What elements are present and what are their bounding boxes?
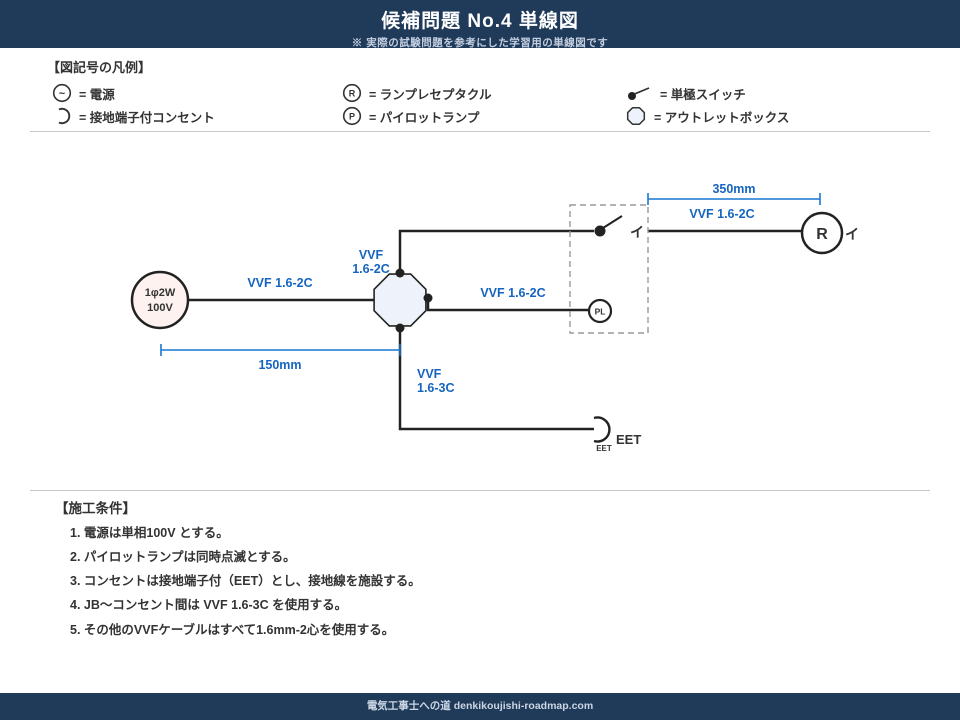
header-bar: 候補問題 No.4 単線図 ※ 実際の試験問題を参考にした学習用の単線図です bbox=[0, 0, 960, 49]
condition-item: 2. パイロットランプは同時点滅とする。 bbox=[70, 550, 296, 564]
pilot-lamp-letter: PL bbox=[595, 307, 606, 317]
dimension-350mm-label: 350mm bbox=[712, 182, 755, 196]
earth-terminal-outlet-symbol: EET EET bbox=[593, 416, 641, 453]
power-source-symbol: 1φ2W 100V bbox=[130, 270, 190, 330]
svg-text:P: P bbox=[349, 112, 355, 122]
legend-item-power-source: ~ = 電源 bbox=[52, 83, 115, 103]
cable-labels: VVF 1.6-2C VVF 1.6-2C VVF 1.6-2C VVF 1.6… bbox=[247, 207, 754, 395]
switch-label: イ bbox=[630, 224, 644, 240]
pilot-lamp-symbol: PL bbox=[587, 298, 613, 324]
cable-label-switch-1: VVF bbox=[359, 248, 384, 262]
footer-text: 電気工事士への道 denkikoujishi-roadmap.com bbox=[366, 700, 594, 712]
legend-item-lamp-receptacle: R = ランプレセプタクル bbox=[342, 83, 492, 103]
cable-label-switch-2: 1.6-2C bbox=[352, 262, 390, 276]
legend-item-outlet-box: = アウトレットボックス bbox=[625, 106, 789, 126]
cable-label-outlet-2: 1.6-3C bbox=[417, 381, 455, 395]
junction-dot-right bbox=[423, 293, 433, 303]
legend-label: = 電源 bbox=[79, 87, 115, 102]
junction-dot-bottom bbox=[395, 323, 405, 333]
lamp-receptacle-symbol: R bbox=[800, 211, 844, 255]
cable-label-pilot: VVF 1.6-2C bbox=[480, 286, 545, 300]
outlet-label: EET bbox=[616, 432, 641, 447]
lamp-receptacle-letter: R bbox=[816, 226, 828, 243]
cable-label-power: VVF 1.6-2C bbox=[247, 276, 312, 290]
outlet-box-icon bbox=[626, 106, 646, 126]
outlet-box-symbol bbox=[373, 268, 433, 333]
pilot-lamp-icon: P bbox=[342, 106, 362, 126]
legend-label: = パイロットランプ bbox=[369, 110, 480, 125]
page-title: 候補問題 No.4 単線図 bbox=[381, 11, 579, 32]
legend-title: 【図記号の凡例】 bbox=[47, 60, 152, 75]
power-source-icon: ~ bbox=[52, 83, 72, 103]
footer-bar: 電気工事士への道 denkikoujishi-roadmap.com bbox=[0, 693, 960, 720]
svg-text:R: R bbox=[349, 89, 356, 99]
legend-label: = ランプレセプタクル bbox=[369, 87, 492, 102]
power-source-label-1: 1φ2W bbox=[145, 287, 176, 299]
wires bbox=[188, 229, 802, 431]
conditions-divider bbox=[30, 490, 930, 491]
condition-item: 3. コンセントは接地端子付（EET）とし、接地線を施設する。 bbox=[70, 574, 421, 588]
outlet-sub-label: EET bbox=[596, 444, 612, 453]
dimension-150mm bbox=[160, 344, 401, 356]
condition-item: 5. その他のVVFケーブルはすべて1.6mm-2心を使用する。 bbox=[70, 623, 395, 637]
wire-box-to-switch bbox=[398, 229, 594, 273]
dimension-350mm bbox=[647, 193, 821, 205]
condition-item: 1. 電源は単相100V とする。 bbox=[70, 526, 229, 540]
cable-label-outlet-1: VVF bbox=[417, 367, 442, 381]
legend-item-single-pole-switch: = 単極スイッチ bbox=[625, 83, 746, 103]
legend-label: = アウトレットボックス bbox=[654, 110, 790, 125]
legend-label: = 接地端子付コンセント bbox=[79, 110, 215, 125]
legend-label: = 単極スイッチ bbox=[660, 87, 746, 102]
svg-text:~: ~ bbox=[59, 88, 66, 100]
lamp-receptacle-label: イ bbox=[845, 226, 859, 242]
dimension-150mm-label: 150mm bbox=[258, 358, 301, 372]
wire-box-to-outlet bbox=[398, 328, 594, 431]
page-subtitle: ※ 実際の試験問題を参考にした学習用の単線図です bbox=[351, 37, 609, 49]
lamp-receptacle-icon: R bbox=[342, 83, 362, 103]
single-line-wiring-diagram: 350mm 150mm 1φ2W 100V イ R イ PL EET bbox=[130, 182, 859, 453]
single-pole-switch-icon bbox=[628, 87, 650, 100]
junction-dot-top bbox=[395, 268, 405, 278]
cable-label-lamp: VVF 1.6-2C bbox=[689, 207, 754, 221]
single-pole-switch-symbol bbox=[594, 215, 623, 237]
legend-item-pilot-lamp: P = パイロットランプ bbox=[342, 106, 479, 126]
legend-item-earth-terminal-outlet: = 接地端子付コンセント bbox=[52, 106, 215, 126]
switch-box-dashed-outline bbox=[569, 204, 649, 334]
condition-item: 4. JB〜コンセント間は VVF 1.6-3C を使用する。 bbox=[70, 598, 348, 612]
conditions-title: 【施工条件】 bbox=[55, 501, 136, 516]
earth-terminal-outlet-icon bbox=[58, 107, 71, 125]
power-source-label-2: 100V bbox=[147, 302, 173, 314]
legend-divider bbox=[30, 131, 930, 132]
